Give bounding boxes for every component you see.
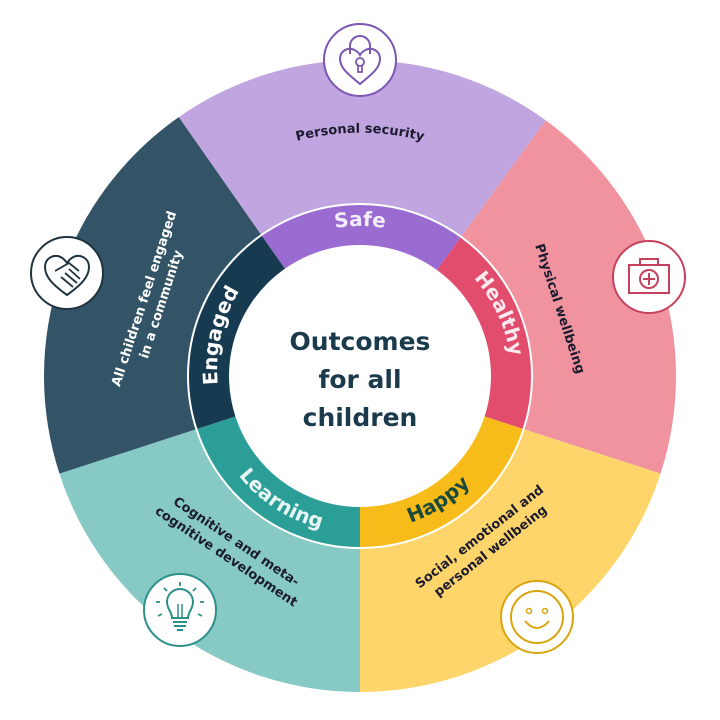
center-title-line-2: for all xyxy=(318,365,401,394)
center-title: Outcomes for all children xyxy=(290,327,431,432)
center-title-line-1: Outcomes xyxy=(290,327,431,356)
outer-segment-healthy[interactable] xyxy=(461,120,677,474)
smiley-face-icon xyxy=(500,580,574,654)
outer-segment-engaged[interactable] xyxy=(43,117,262,474)
first-aid-kit-icon xyxy=(612,240,686,314)
outer-segment-safe[interactable] xyxy=(178,60,546,237)
outer-ring xyxy=(43,60,677,692)
center-title-line-3: children xyxy=(303,403,418,432)
outer-segment-learning[interactable] xyxy=(59,429,361,692)
heart-handshake-icon xyxy=(30,236,104,310)
ring-segment-safe[interactable] xyxy=(261,204,462,271)
ring-segment-healthy[interactable] xyxy=(436,236,532,430)
heart-padlock-icon xyxy=(323,23,397,97)
lightbulb-icon xyxy=(143,573,217,647)
ring-label-safe: Safe xyxy=(333,207,388,233)
outer-segment-happy[interactable] xyxy=(360,429,661,692)
ring-divider xyxy=(187,203,533,549)
ring-segment-happy[interactable] xyxy=(360,416,524,548)
center-circle xyxy=(229,245,491,507)
ring-segment-learning[interactable] xyxy=(196,416,360,548)
